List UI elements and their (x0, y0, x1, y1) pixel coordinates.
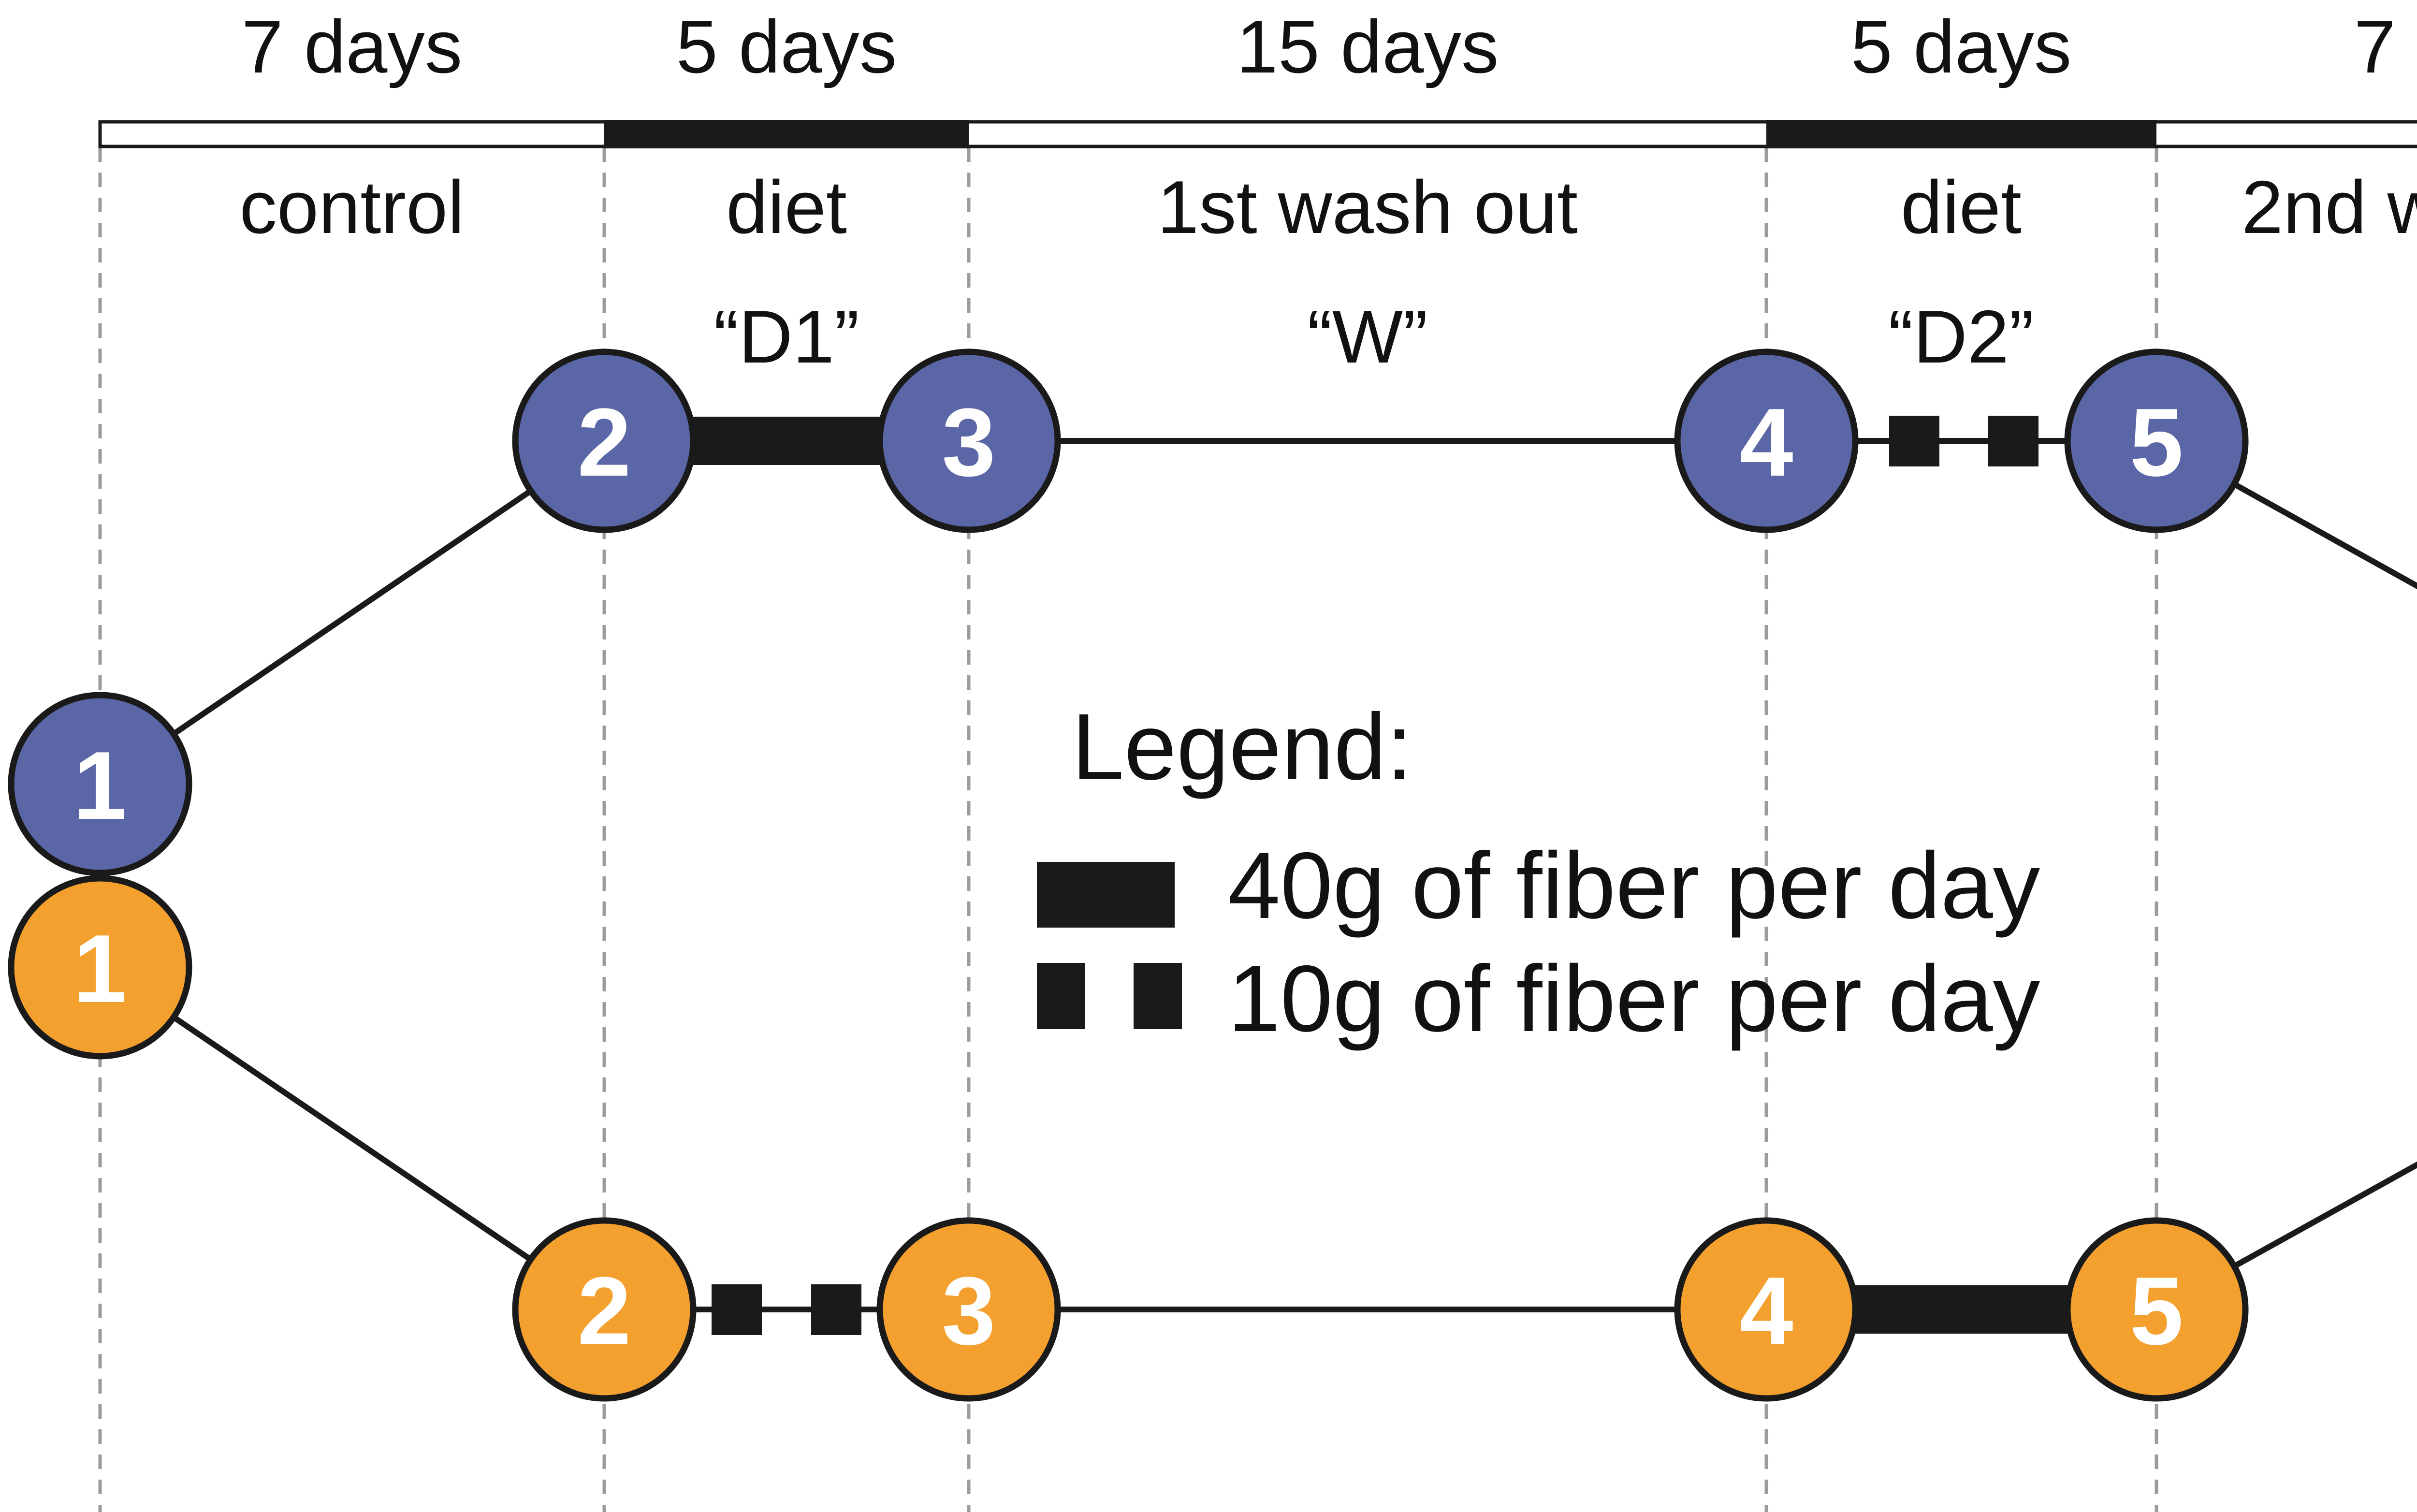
timeline-diet-segment-2 (1766, 120, 2156, 148)
duration-label-3: 15 days (1237, 5, 1499, 88)
bottom-node-1-label: 1 (73, 915, 127, 1023)
bottom-low-fiber-square-1 (712, 1284, 762, 1335)
duration-label-1: 7 days (242, 5, 463, 88)
top-arm-nodes: 1 2 3 4 5 6 (8, 349, 2249, 876)
legend-dashed-square-2 (1134, 963, 1182, 1029)
bottom-node-4-label: 4 (1739, 1257, 1793, 1365)
top-node-5-label: 5 (2129, 389, 2183, 496)
duration-label-4: 5 days (1851, 5, 2072, 88)
bottom-node-3-label: 3 (942, 1257, 995, 1365)
phase-code-w: “W” (1307, 295, 1428, 378)
top-low-fiber-square-2 (1988, 416, 2038, 466)
legend-item-40g-label: 40g of fiber per day (1228, 833, 2040, 938)
top-node-4-label: 4 (1739, 389, 1793, 496)
top-node-3-circle (876, 349, 1061, 533)
bottom-arm-nodes: 1 2 3 4 5 6 (8, 875, 2249, 1402)
phase-label-diet-1: diet (726, 165, 847, 249)
legend-title: Legend: (1072, 694, 1412, 800)
phase-label-control: control (239, 165, 464, 249)
duration-labels: 7 days 5 days 15 days 5 days 7 days (242, 5, 2417, 88)
bottom-node-3-circle (876, 1217, 1061, 1402)
top-node-5-circle (2064, 349, 2249, 533)
phase-code-labels: “D1” “W” “D2” (713, 295, 2034, 378)
duration-label-5: 7 days (2354, 5, 2417, 88)
top-low-fiber-square-1 (1889, 416, 1939, 466)
bottom-node-2-label: 2 (577, 1257, 631, 1365)
top-node-1-circle (8, 692, 192, 876)
legend: Legend: 40g of fiber per day 10g of fibe… (1037, 694, 2040, 1051)
phase-label-diet-2: diet (1901, 165, 2022, 249)
phase-code-d1: “D1” (713, 295, 859, 378)
phase-label-washout-2: 2nd wash out (2242, 165, 2417, 249)
bottom-node-2-circle (512, 1217, 697, 1402)
bottom-edge-1-2 (98, 965, 606, 1312)
legend-thick-bar-swatch (1037, 862, 1175, 928)
bottom-node-5-label: 5 (2129, 1257, 2183, 1365)
duration-label-2: 5 days (676, 5, 897, 88)
bottom-node-5-circle (2064, 1217, 2249, 1402)
top-edge-5-6 (2155, 438, 2417, 590)
top-node-1-label: 1 (73, 732, 127, 840)
bottom-node-4-circle (1674, 1217, 1859, 1402)
top-edge-1-2 (98, 438, 606, 786)
phase-code-d2: “D2” (1888, 295, 2034, 378)
phase-label-washout-1: 1st wash out (1157, 165, 1578, 249)
bottom-node-1-circle (8, 875, 192, 1060)
bottom-edge-5-6 (2155, 1161, 2417, 1312)
bottom-low-fiber-square-2 (811, 1284, 861, 1335)
timeline-bar (98, 120, 2417, 148)
legend-dashed-square-1 (1037, 963, 1085, 1029)
phase-labels: control diet 1st wash out diet 2nd wash … (239, 165, 2417, 249)
top-node-2-circle (512, 349, 697, 533)
top-node-2-label: 2 (577, 389, 631, 496)
top-node-3-label: 3 (942, 389, 995, 496)
timeline-diet-segment-1 (604, 120, 969, 148)
legend-item-10g-label: 10g of fiber per day (1228, 946, 2040, 1051)
top-node-4-circle (1674, 349, 1859, 533)
